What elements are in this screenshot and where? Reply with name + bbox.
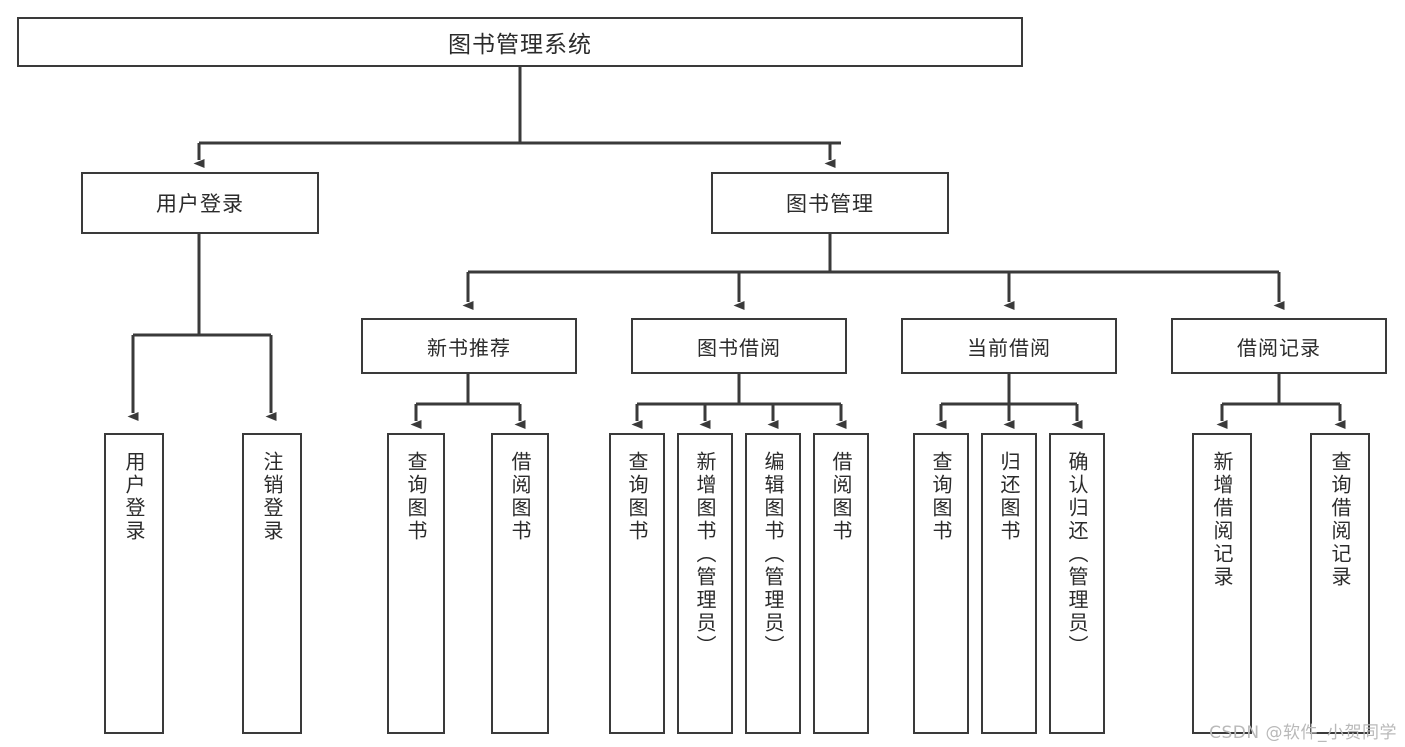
node-new-book-label: 新书推荐	[427, 335, 511, 360]
leaf-book-borrow-2[interactable]: 新增图书（管理员）	[677, 433, 733, 734]
leaf-book-borrow-3-label: 编辑图书（管理员）	[761, 451, 785, 658]
node-book-borrow-label: 图书借阅	[697, 335, 781, 360]
leaf-current-borrow-2-label: 归还图书	[997, 451, 1021, 543]
node-book-manage-label: 图书管理	[786, 192, 874, 216]
leaf-borrow-record-2[interactable]: 查询借阅记录	[1310, 433, 1370, 734]
leaf-user-login-1[interactable]: 用户登录	[104, 433, 164, 734]
node-root-label: 图书管理系统	[448, 32, 592, 58]
node-current-borrow[interactable]: 当前借阅	[901, 318, 1117, 374]
leaf-book-borrow-4[interactable]: 借阅图书	[813, 433, 869, 734]
leaf-user-login-2[interactable]: 注销登录	[242, 433, 302, 734]
node-new-book[interactable]: 新书推荐	[361, 318, 577, 374]
node-user-login-label: 用户登录	[156, 192, 244, 216]
csdn-watermark: CSDN @软件_小贺同学	[1209, 723, 1397, 743]
leaf-new-book-2-label: 借阅图书	[508, 451, 532, 543]
leaf-new-book-1-label: 查询图书	[404, 451, 428, 543]
node-book-borrow[interactable]: 图书借阅	[631, 318, 847, 374]
leaf-borrow-record-1[interactable]: 新增借阅记录	[1192, 433, 1252, 734]
leaf-current-borrow-1[interactable]: 查询图书	[913, 433, 969, 734]
leaf-borrow-record-1-label: 新增借阅记录	[1210, 451, 1234, 589]
node-borrow-record[interactable]: 借阅记录	[1171, 318, 1387, 374]
leaf-book-borrow-2-label: 新增图书（管理员）	[693, 451, 717, 658]
leaf-current-borrow-3[interactable]: 确认归还（管理员）	[1049, 433, 1105, 734]
node-borrow-record-label: 借阅记录	[1237, 335, 1321, 360]
leaf-new-book-2[interactable]: 借阅图书	[491, 433, 549, 734]
node-user-login[interactable]: 用户登录	[81, 172, 319, 234]
node-root[interactable]: 图书管理系统	[17, 17, 1023, 67]
node-book-manage[interactable]: 图书管理	[711, 172, 949, 234]
leaf-user-login-2-label: 注销登录	[260, 451, 284, 543]
leaf-user-login-1-label: 用户登录	[122, 451, 146, 543]
leaf-current-borrow-1-label: 查询图书	[929, 451, 953, 543]
leaf-book-borrow-4-label: 借阅图书	[829, 451, 853, 543]
leaf-borrow-record-2-label: 查询借阅记录	[1328, 451, 1352, 589]
leaf-current-borrow-2[interactable]: 归还图书	[981, 433, 1037, 734]
leaf-new-book-1[interactable]: 查询图书	[387, 433, 445, 734]
node-current-borrow-label: 当前借阅	[967, 335, 1051, 360]
leaf-book-borrow-1-label: 查询图书	[625, 451, 649, 543]
leaf-book-borrow-1[interactable]: 查询图书	[609, 433, 665, 734]
leaf-book-borrow-3[interactable]: 编辑图书（管理员）	[745, 433, 801, 734]
leaf-current-borrow-3-label: 确认归还（管理员）	[1065, 451, 1089, 658]
